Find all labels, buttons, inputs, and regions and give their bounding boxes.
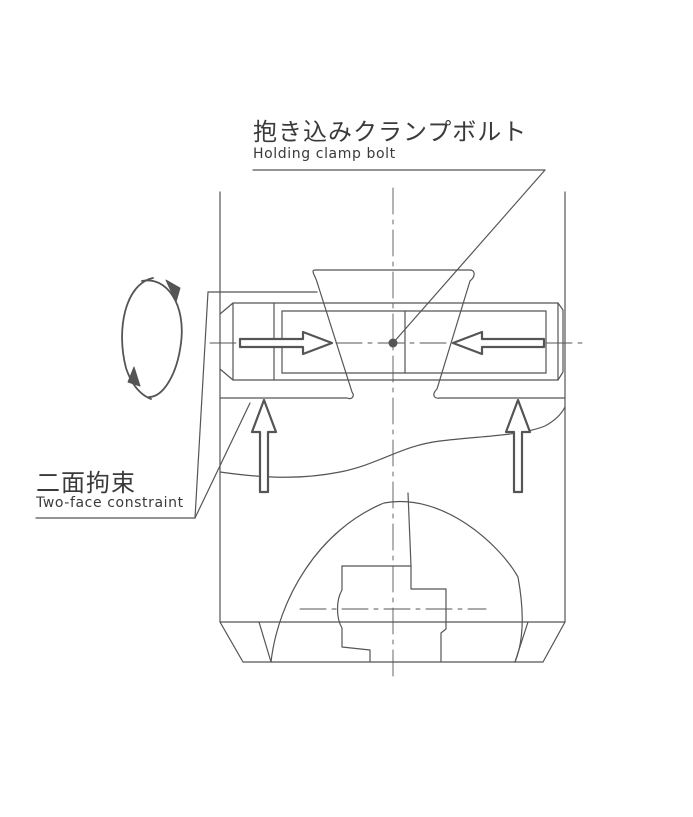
clamp-force-arrows bbox=[238, 330, 546, 356]
break-line bbox=[219, 406, 566, 478]
label-two-face-en: Two-face constraint bbox=[36, 495, 184, 511]
leader-clamp-bolt bbox=[252, 169, 546, 344]
bore-arc bbox=[270, 500, 523, 663]
label-two-face-jp: 二面拘束 bbox=[36, 469, 136, 497]
leader-two-face bbox=[35, 291, 318, 519]
arrow-up-right-icon bbox=[504, 398, 532, 494]
rotation-arrows-icon bbox=[121, 277, 183, 400]
arrow-up-left-icon bbox=[250, 398, 278, 494]
central-slot bbox=[336, 492, 447, 663]
arrow-right-icon bbox=[238, 330, 334, 356]
label-clamp-bolt-jp: 抱き込みクランプボルト bbox=[253, 118, 528, 146]
label-clamp-bolt-en: Holding clamp bolt bbox=[253, 146, 396, 162]
support-arrows bbox=[250, 398, 532, 494]
clamp-jaw bbox=[219, 269, 566, 400]
bolt-center-dot bbox=[388, 338, 398, 348]
arrow-left-icon bbox=[451, 330, 546, 356]
